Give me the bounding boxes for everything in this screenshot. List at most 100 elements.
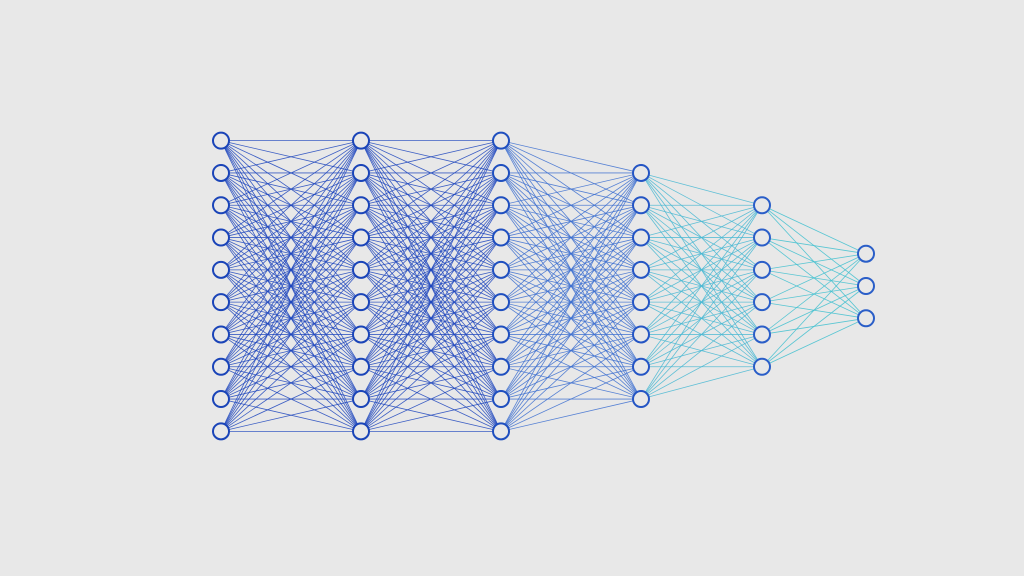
neuron-node (212, 390, 230, 409)
connection-edge (360, 140, 502, 238)
connection-edge (500, 172, 642, 432)
connection-edge (360, 334, 502, 432)
neuron-node (212, 163, 230, 182)
connection-edge (640, 205, 763, 400)
connection-edge (500, 172, 642, 400)
connection-edge (360, 140, 502, 432)
connection-edge (761, 253, 867, 271)
connection-edge (500, 172, 642, 335)
connection-edge (360, 237, 502, 432)
connections-group (220, 140, 867, 432)
connection-edge (360, 205, 502, 432)
connection-edge (220, 140, 362, 400)
connection-edge (360, 140, 502, 271)
connection-edge (640, 204, 763, 238)
connection-edge (500, 334, 642, 432)
neuron-node (632, 196, 650, 215)
connection-edge (220, 334, 362, 432)
connection-edge (500, 172, 642, 206)
neuron-node (753, 357, 771, 376)
neuron-node (753, 325, 771, 344)
connection-edge (500, 172, 642, 238)
connection-edge (220, 205, 362, 432)
neuron-node (492, 131, 510, 150)
connection-edge (640, 204, 763, 335)
connection-edge (360, 172, 502, 432)
neuron-node (352, 325, 370, 344)
connection-edge (360, 140, 502, 400)
neuron-node (212, 422, 230, 441)
neuron-node (352, 131, 370, 150)
neuron-node (212, 293, 230, 312)
connection-edge (640, 334, 763, 400)
neuron-node (632, 357, 650, 376)
neuron-node (212, 260, 230, 279)
connection-edge (500, 140, 642, 174)
neuron-node (753, 293, 771, 312)
connection-edge (220, 398, 362, 432)
neuron-node (352, 422, 370, 441)
neuron-node (753, 228, 771, 247)
connection-edge (360, 366, 502, 432)
connection-edge (220, 140, 362, 335)
neuron-node (212, 357, 230, 376)
connection-edge (761, 285, 867, 368)
connection-edge (500, 398, 642, 432)
neuron-node (632, 390, 650, 409)
connection-edge (220, 140, 362, 367)
connection-edge (360, 140, 502, 206)
neuron-node (492, 357, 510, 376)
connection-edge (220, 237, 362, 432)
neuron-node (492, 260, 510, 279)
connection-edge (500, 237, 642, 432)
neuron-node (632, 163, 650, 182)
connection-edge (640, 366, 763, 400)
neuron-node (352, 390, 370, 409)
neuron-node (632, 293, 650, 312)
neuron-node (492, 196, 510, 215)
neuron-node (492, 163, 510, 182)
connection-edge (640, 301, 763, 400)
neuron-node (753, 260, 771, 279)
connection-edge (761, 253, 867, 368)
connection-edge (220, 366, 362, 432)
neuron-node (352, 228, 370, 247)
connection-edge (360, 140, 502, 303)
neuron-node (492, 293, 510, 312)
connection-edge (220, 269, 362, 432)
connection-edge (500, 269, 642, 432)
connection-edge (761, 253, 867, 303)
connection-edge (360, 140, 502, 174)
connection-edge (220, 140, 362, 174)
neuron-node (857, 309, 875, 328)
connection-edge (500, 301, 642, 432)
connection-edge (220, 140, 362, 303)
connection-edge (500, 172, 642, 303)
neuron-node (492, 422, 510, 441)
connection-edge (220, 301, 362, 432)
connection-edge (640, 205, 763, 367)
connection-edge (360, 140, 502, 367)
neuron-node (352, 163, 370, 182)
neuron-node (352, 357, 370, 376)
connection-edge (360, 269, 502, 432)
connection-edge (640, 172, 763, 206)
connection-edge (761, 204, 867, 255)
connection-edge (220, 140, 362, 432)
connection-edge (220, 140, 362, 206)
neuron-node (632, 325, 650, 344)
neuron-node (492, 390, 510, 409)
neuron-node (492, 228, 510, 247)
connection-edge (640, 204, 763, 303)
connection-edge (640, 269, 763, 400)
connection-edge (761, 317, 867, 368)
neuron-node (352, 260, 370, 279)
neurons-group (212, 131, 875, 441)
neuron-node (352, 196, 370, 215)
neuron-node (632, 260, 650, 279)
neuron-node (753, 196, 771, 215)
connection-edge (500, 172, 642, 271)
neuron-node (352, 293, 370, 312)
